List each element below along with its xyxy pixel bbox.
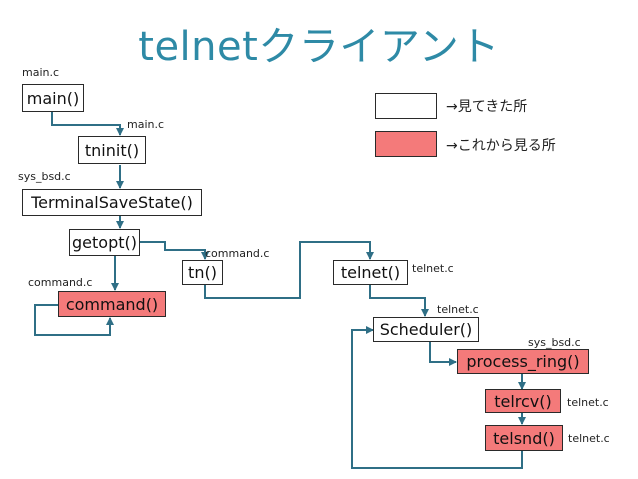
node-telsnd: telsnd() <box>485 425 563 451</box>
node-process-ring: process_ring() <box>457 349 589 374</box>
file-label-telrcv: telnet.c <box>567 396 609 409</box>
file-label-command: command.c <box>28 276 93 289</box>
legend-seen-swatch <box>375 93 437 119</box>
slide-title: telnetクライアント <box>138 24 500 70</box>
file-label-processring: sys_bsd.c <box>528 336 581 349</box>
arrow-tn-to-telnet <box>204 241 374 299</box>
file-label-tn: command.c <box>205 247 270 260</box>
arrow-telnet-to-scheduler <box>369 285 429 317</box>
node-tn: tn() <box>182 260 223 285</box>
node-telrcv: telrcv() <box>485 389 561 413</box>
node-tninit: tninit() <box>78 136 146 164</box>
file-label-scheduler: telnet.c <box>437 303 479 316</box>
legend-seen-label: →見てきた所 <box>446 99 528 115</box>
node-terminalsavestate: TerminalSaveState() <box>22 189 202 216</box>
node-command: command() <box>58 291 166 317</box>
legend-todo-swatch <box>375 131 437 157</box>
node-scheduler: Scheduler() <box>373 317 479 342</box>
arrow-getopt-to-tn <box>140 241 209 260</box>
arrow-telsnd-loop <box>351 326 523 469</box>
file-label-telnet: telnet.c <box>412 262 454 275</box>
file-label-tninit: main.c <box>127 118 165 131</box>
arrow-scheduler-to-processring <box>429 342 457 366</box>
file-label-telsnd: telnet.c <box>568 432 610 445</box>
file-label-terminalsavestate: sys_bsd.c <box>18 170 71 183</box>
arrow-main-to-tninit <box>51 112 124 136</box>
file-label-main: main.c <box>22 66 60 79</box>
node-telnet: telnet() <box>333 260 408 285</box>
arrow-command-loop <box>34 304 114 336</box>
node-main: main() <box>22 84 84 112</box>
node-getopt: getopt() <box>69 229 140 256</box>
legend-todo-label: →これから見る所 <box>446 138 556 154</box>
